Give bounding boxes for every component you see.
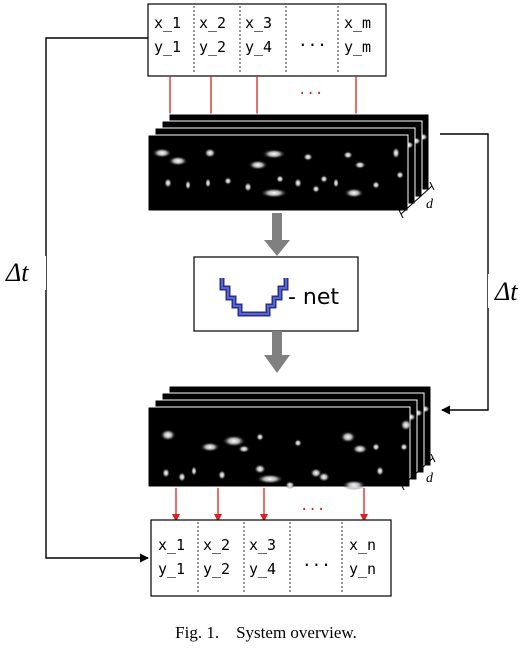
input-cell-y2: y_2 (199, 38, 226, 56)
depth-label-top: d (426, 197, 434, 212)
input-stack-frame-layer (147, 134, 409, 212)
output-table-frame (150, 519, 392, 597)
unet-box (193, 256, 359, 332)
output-cell-y2: y_2 (203, 560, 230, 578)
input-stack-particle (260, 188, 288, 198)
input-stack-particle (343, 151, 353, 159)
input-cell-ellipsis: ... (298, 31, 327, 50)
input-coordinate-table: x_1 y_1 x_2 y_2 x_3 y_4 ... x_m y_m (147, 3, 387, 77)
input-cell-ym: y_m (344, 38, 371, 56)
output-stack-particle (376, 466, 384, 476)
output-red-arrows: ... (172, 488, 368, 522)
output-stack-particle (222, 435, 246, 447)
output-stack-particle (285, 481, 295, 489)
input-stack-particle (312, 185, 320, 193)
depth-indicator-bottom: d (399, 453, 436, 491)
output-stack-particle (218, 470, 226, 480)
input-stack-particle (204, 148, 216, 158)
output-stack-frame-layer (147, 406, 411, 488)
input-cell-y3: y_4 (245, 38, 272, 56)
input-stack-particle (372, 181, 380, 189)
output-stack-particle (160, 429, 176, 441)
output-stack-particle (200, 442, 220, 452)
output-stack-particle (340, 431, 356, 443)
input-stack-particle (248, 160, 268, 170)
input-stack-particle (262, 149, 286, 159)
output-stack-particle (294, 439, 302, 447)
input-stack-particle (168, 156, 188, 166)
input-stack-particle (392, 147, 400, 159)
unet-block: - net (193, 256, 359, 332)
output-cell-y3: y_4 (249, 560, 276, 578)
delta-t-label-left: Δt (5, 258, 29, 287)
input-stack-particle (185, 180, 191, 190)
input-stack-particle (205, 178, 211, 188)
input-cell-y1: y_1 (154, 38, 181, 56)
input-stack-particle (354, 161, 366, 169)
delta-t-label-right: Δt (494, 277, 518, 306)
input-stack-particle (333, 178, 339, 188)
output-stack-particle (352, 444, 368, 454)
output-cell-y1: y_1 (158, 560, 185, 578)
input-cell-x2: x_2 (199, 14, 226, 32)
output-stack-particle (191, 466, 197, 476)
input-frame-stack (147, 113, 430, 212)
gray-arrow-into-net (264, 213, 290, 256)
input-stack-particle (164, 178, 172, 188)
output-coordinate-table: x_1 y_1 x_2 y_2 x_3 y_4 ... x_n y_n (150, 519, 392, 597)
output-stack-particle (254, 464, 266, 474)
output-stack-particle (400, 419, 412, 431)
input-cell-x1: x_1 (154, 14, 181, 32)
u-shape-icon (219, 278, 289, 317)
output-cell-x1: x_1 (158, 536, 185, 554)
output-cell-ellipsis: ... (302, 551, 331, 570)
net-label: - net (288, 285, 339, 310)
output-stack-particle (342, 480, 366, 490)
output-frame-stack (147, 385, 432, 490)
left-delta-t-loop: Δt (4, 37, 149, 563)
input-stack-particle (152, 148, 172, 158)
input-stack-particle (294, 178, 302, 188)
output-stack-particle (238, 445, 250, 453)
input-cell-x3: x_3 (245, 14, 272, 32)
figure-caption: Fig. 1. System overview. (175, 623, 357, 642)
output-cell-x2: x_2 (203, 536, 230, 554)
output-stack-particle (178, 472, 186, 482)
depth-label-bottom: d (426, 471, 434, 486)
output-stack-particle (256, 433, 264, 441)
gray-arrow-out-of-net (264, 331, 290, 373)
output-red-ellipsis: ... (300, 498, 325, 514)
right-delta-t-loop: Δt (440, 133, 532, 415)
input-cell-xm: x_m (344, 14, 371, 32)
output-stack-particle (400, 443, 408, 451)
input-table-frame (147, 3, 387, 77)
input-stack-particle (320, 175, 328, 183)
input-stack-particle (224, 177, 232, 185)
output-stack-particle (318, 472, 330, 482)
depth-indicator-top: d (398, 181, 435, 219)
output-stack-particle (162, 468, 170, 478)
input-stack-particle (244, 182, 252, 192)
input-stack-particle (344, 188, 364, 198)
output-stack-particle (372, 443, 380, 451)
input-stack-particle (303, 153, 313, 161)
input-stack-particle (396, 171, 404, 179)
output-cell-x3: x_3 (249, 536, 276, 554)
output-cell-xn: x_n (349, 536, 376, 554)
input-red-ellipsis: ... (298, 82, 323, 98)
output-cell-yn: y_n (349, 560, 376, 578)
output-stack-particle (256, 474, 284, 484)
input-stack-particle (276, 175, 284, 183)
